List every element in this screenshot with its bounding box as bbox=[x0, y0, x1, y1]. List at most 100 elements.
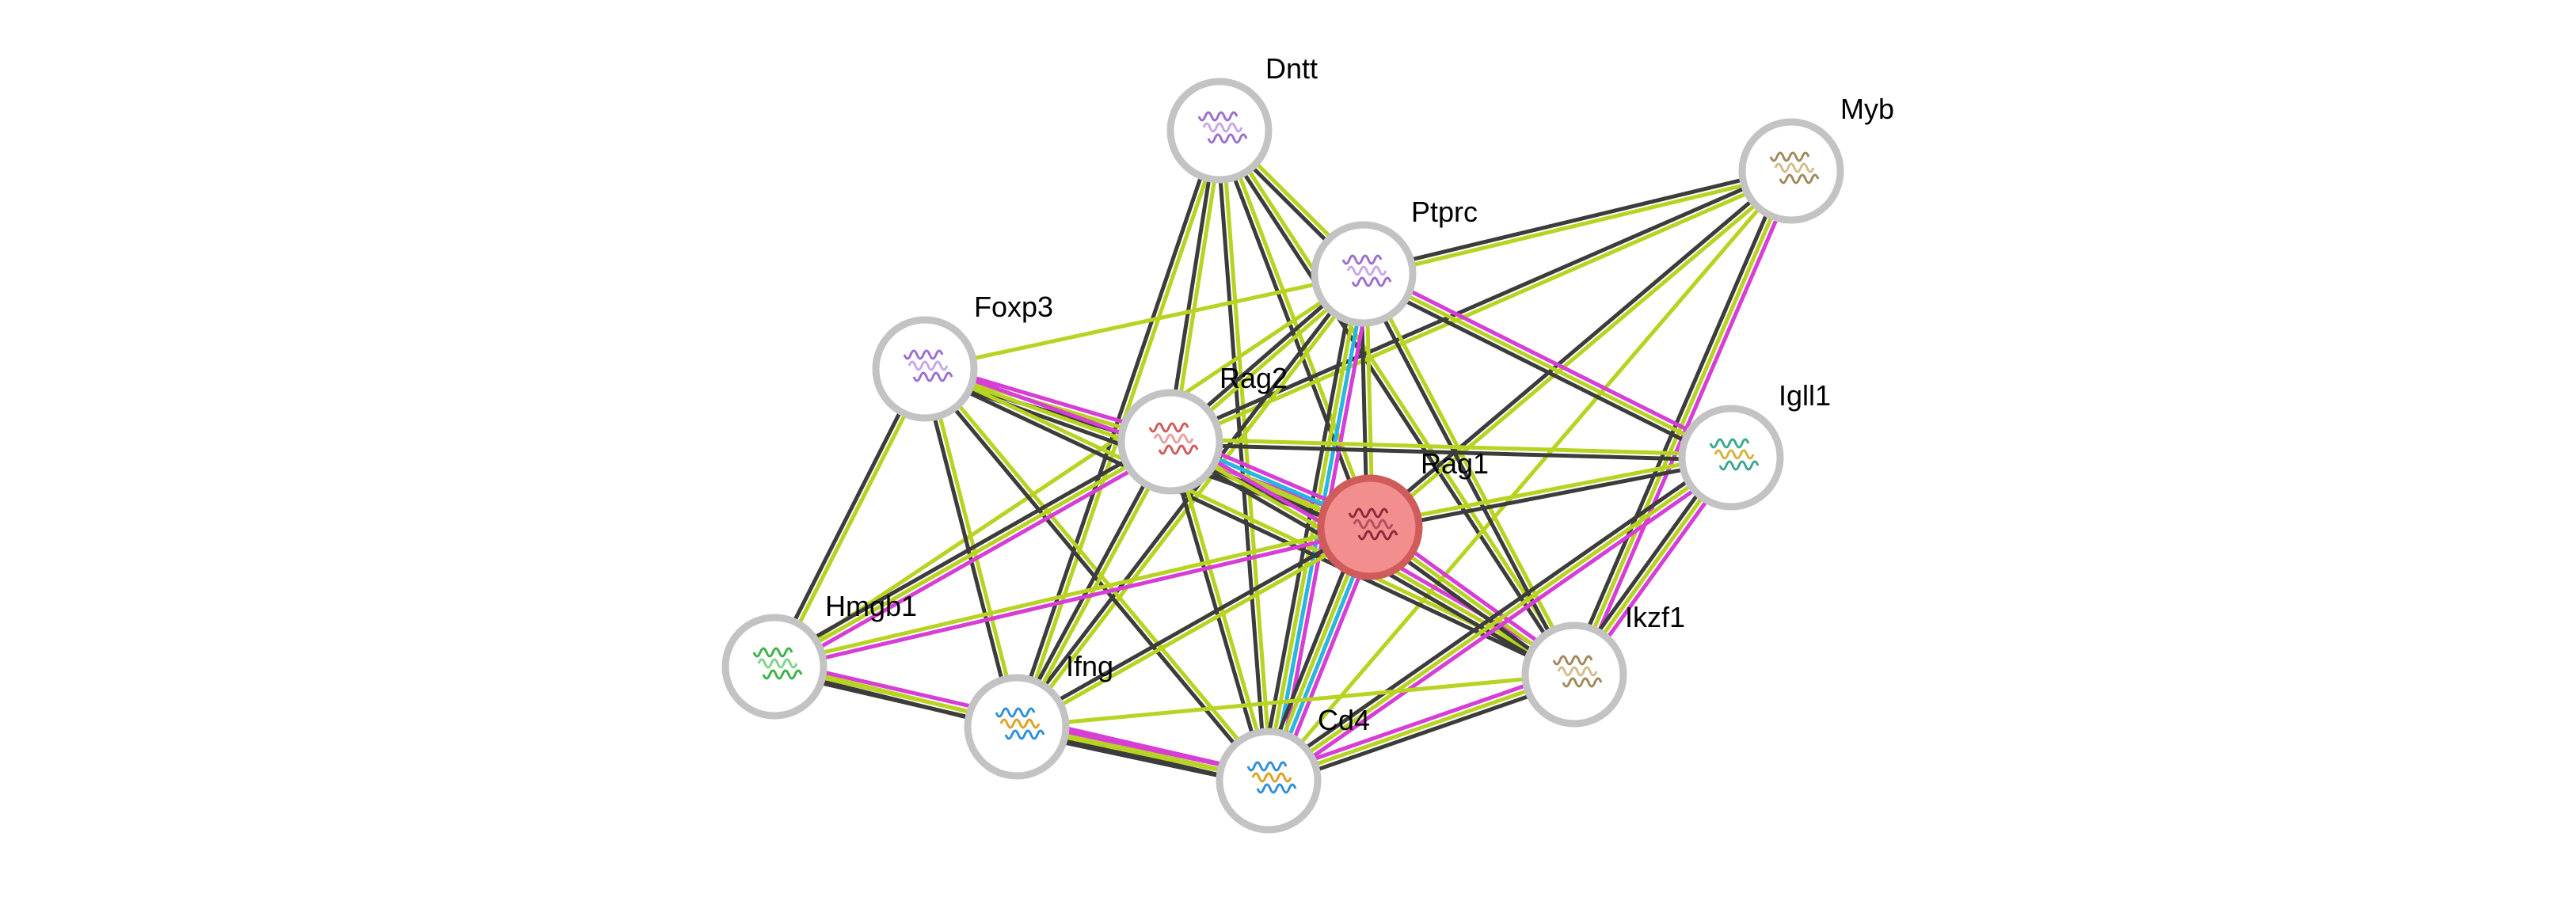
edge-ptprc-foxp3[interactable] bbox=[923, 272, 1366, 371]
edge-rag2-ifng[interactable] bbox=[1012, 438, 1175, 731]
edge-line-coexpression bbox=[922, 369, 1576, 679]
edge-line-textmining bbox=[1367, 453, 1733, 527]
edge-line-textmining bbox=[1169, 171, 1794, 447]
edge-line-textmining bbox=[1170, 439, 1273, 782]
edge-line-coexpression bbox=[1268, 678, 1578, 789]
edge-ptprc-ikzf1[interactable] bbox=[1359, 270, 1579, 678]
edge-line-textmining bbox=[923, 272, 1366, 371]
edge-line-coexpression bbox=[1567, 166, 1789, 675]
node-label-foxp3: Foxp3 bbox=[974, 291, 1053, 323]
edge-myb-ikzf1[interactable] bbox=[1567, 166, 1798, 679]
node-label-rag2: Rag2 bbox=[1220, 362, 1288, 394]
edge-myb-cd4[interactable] bbox=[1266, 169, 1794, 783]
edge-line-textmining bbox=[1362, 171, 1794, 279]
edge-line-textmining bbox=[1361, 272, 1733, 460]
node-label-myb: Myb bbox=[1840, 93, 1894, 125]
edge-cd4-ikzf1[interactable] bbox=[1265, 667, 1578, 789]
node-label-igll1: Igll1 bbox=[1779, 379, 1831, 412]
node-label-ptprc: Ptprc bbox=[1411, 196, 1478, 228]
edge-foxp3-hmgb1[interactable] bbox=[770, 365, 930, 671]
edge-line-coexpression bbox=[1359, 273, 1574, 678]
edge-line-coexpression bbox=[1013, 523, 1371, 727]
node-ifng[interactable]: Ifng bbox=[964, 650, 1113, 780]
node-ptprc[interactable]: Ptprc bbox=[1311, 196, 1478, 327]
edge-line-experiments bbox=[1364, 267, 1736, 455]
protein-structure-icon bbox=[903, 349, 953, 382]
edge-line-coexpression bbox=[1012, 438, 1170, 728]
protein-structure-icon bbox=[1197, 111, 1248, 144]
protein-structure-icon bbox=[1769, 151, 1820, 184]
edge-dntt-ikzf1[interactable] bbox=[1215, 127, 1579, 678]
edge-ptprc-hmgb1[interactable] bbox=[772, 272, 1366, 669]
protein-structure-icon bbox=[1246, 761, 1297, 794]
edge-line-textmining bbox=[1364, 270, 1579, 675]
edge-line-textmining bbox=[1220, 127, 1579, 675]
edge-line-textmining bbox=[774, 368, 930, 671]
edge-myb-rag1[interactable] bbox=[1366, 166, 1795, 532]
node-rag1[interactable]: Rag1 bbox=[1317, 447, 1489, 580]
edge-dntt-cd4[interactable] bbox=[1215, 128, 1273, 783]
node-rag2[interactable]: Rag2 bbox=[1117, 362, 1288, 495]
node-circle bbox=[872, 316, 978, 422]
edge-line-textmining bbox=[772, 439, 1173, 669]
protein-structure-icon bbox=[752, 647, 803, 680]
edge-line-coexpression bbox=[1263, 450, 1730, 778]
edge-rag2-igll1[interactable] bbox=[1168, 437, 1733, 462]
node-label-dntt: Dntt bbox=[1265, 52, 1318, 85]
edge-line-textmining bbox=[1016, 527, 1374, 732]
edge-line-coexpression bbox=[770, 365, 925, 667]
node-label-rag1: Rag1 bbox=[1421, 447, 1489, 480]
edge-line-textmining bbox=[1014, 672, 1577, 729]
edge-line-experiments bbox=[1577, 171, 1798, 679]
edge-line-textmining bbox=[772, 272, 1366, 669]
edge-rag1-ifng[interactable] bbox=[1013, 523, 1374, 732]
edge-line-textmining bbox=[1369, 171, 1795, 532]
edge-line-textmining bbox=[771, 523, 1372, 667]
edge-line-textmining bbox=[1168, 437, 1733, 458]
edge-line-experiments bbox=[1269, 460, 1737, 788]
node-circle bbox=[1117, 389, 1223, 495]
edge-rag1-hmgb1[interactable] bbox=[771, 523, 1373, 671]
node-foxp3[interactable]: Foxp3 bbox=[872, 291, 1053, 422]
node-igll1[interactable]: Igll1 bbox=[1678, 379, 1831, 511]
edge-line-experiments bbox=[1265, 667, 1575, 777]
node-hmgb1[interactable]: Hmgb1 bbox=[721, 590, 917, 720]
edge-ifng-ikzf1[interactable] bbox=[1014, 672, 1577, 729]
edge-myb-ptprc[interactable] bbox=[1360, 166, 1794, 279]
protein-structure-icon bbox=[995, 707, 1045, 740]
node-circle bbox=[964, 674, 1070, 780]
node-circle bbox=[1216, 728, 1322, 834]
edge-ptprc-igll1[interactable] bbox=[1359, 267, 1736, 465]
edge-line-experiments bbox=[773, 527, 1373, 671]
protein-structure-icon bbox=[1709, 438, 1760, 471]
edge-rag2-hmgb1[interactable] bbox=[770, 435, 1175, 674]
edge-line-experiments bbox=[774, 444, 1175, 674]
node-circle bbox=[1317, 474, 1423, 580]
node-circle bbox=[1311, 221, 1417, 327]
node-circle bbox=[1738, 118, 1844, 224]
node-circle bbox=[1166, 78, 1273, 184]
protein-structure-icon bbox=[1341, 254, 1392, 287]
edge-line-textmining bbox=[1220, 128, 1273, 783]
edge-rag1-igll1[interactable] bbox=[1367, 453, 1734, 532]
node-cd4[interactable]: Cd4 bbox=[1216, 704, 1370, 834]
node-label-cd4: Cd4 bbox=[1318, 704, 1370, 736]
edge-line-textmining bbox=[1017, 441, 1175, 731]
edge-line-coexpression bbox=[1168, 442, 1733, 462]
node-myb[interactable]: Myb bbox=[1738, 93, 1894, 224]
node-dntt[interactable]: Dntt bbox=[1166, 52, 1318, 184]
edge-igll1-cd4[interactable] bbox=[1263, 450, 1737, 788]
node-circle bbox=[1521, 621, 1627, 728]
edge-line-coexpression bbox=[1360, 166, 1793, 274]
edge-line-coexpression bbox=[770, 435, 1170, 664]
edge-line-textmining bbox=[1264, 271, 1364, 782]
edge-line-textmining bbox=[1266, 169, 1794, 783]
edge-line-coexpression bbox=[1012, 127, 1220, 728]
protein-structure-icon bbox=[1148, 422, 1199, 455]
node-ikzf1[interactable]: Ikzf1 bbox=[1521, 601, 1685, 728]
node-label-ikzf1: Ikzf1 bbox=[1625, 601, 1685, 633]
edge-line-coexpression bbox=[1215, 130, 1574, 678]
node-label-ifng: Ifng bbox=[1066, 650, 1113, 682]
node-label-hmgb1: Hmgb1 bbox=[825, 590, 917, 622]
